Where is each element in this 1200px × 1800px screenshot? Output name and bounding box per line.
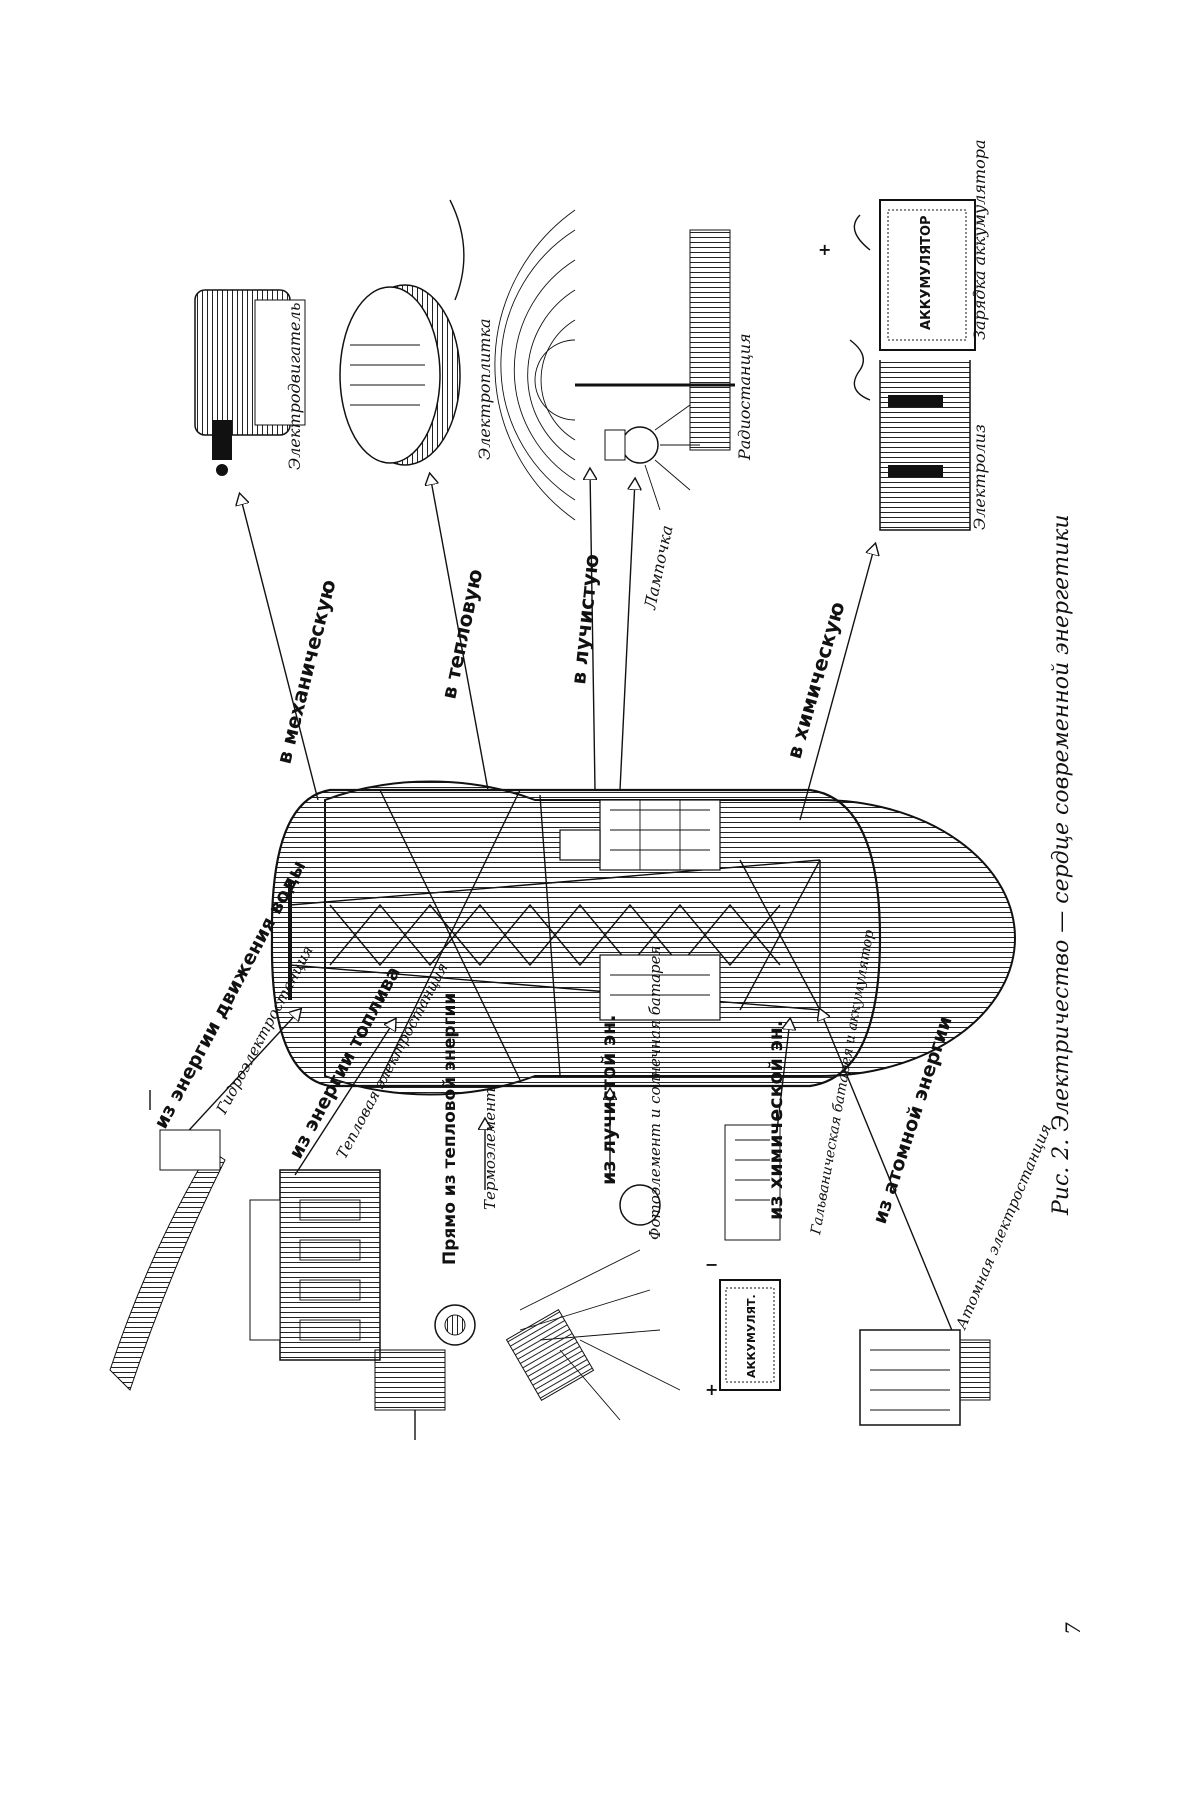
thermal-station <box>249 1169 381 1361</box>
input-sub-light: Фотоэлемент и солнечная батарея <box>646 946 664 1240</box>
accumulator-battery: АККУМУЛЯТ. + − <box>705 1124 781 1399</box>
output-label-thermal: в тепловую <box>436 567 487 701</box>
svg-text:+: + <box>818 240 831 259</box>
solar-battery <box>505 1184 681 1421</box>
output-label-radiant: в лучистую <box>566 553 604 686</box>
output-sub-thermal: Электроплитка <box>475 318 494 460</box>
electric-motor <box>194 289 306 476</box>
output-sub-radiant: Лампочка <box>640 524 676 612</box>
figure-caption: Рис. 2. Электричество — сердце современн… <box>1049 514 1074 1216</box>
input-sub-heat: Термоэлемент <box>481 1088 499 1210</box>
input-label-chem: из химической эн. <box>765 1020 787 1220</box>
accumulator-charging: АККУМУЛЯТОР + <box>818 199 976 351</box>
output-label-chemical: в химическую <box>782 599 850 761</box>
electric-stove <box>339 199 465 466</box>
hydro-station <box>109 1090 226 1391</box>
light-bulb <box>604 404 700 511</box>
accumulator-label-top: АККУМУЛЯТОР <box>919 215 934 330</box>
accumulator-label-bottom: АККУМУЛЯТ. <box>745 1294 758 1378</box>
radio-station <box>494 209 735 521</box>
output-label-mech: в механическую <box>272 577 341 766</box>
page-number: 7 <box>1061 1622 1085 1635</box>
output-sub2-radiant: Радиостанция <box>735 333 754 461</box>
output-sub-mech: Электродвигатель <box>285 303 304 470</box>
input-sub-atom: Атомная электростанция <box>952 1121 1055 1332</box>
svg-text:+: + <box>705 1380 718 1399</box>
input-label-light: из лучистой эн. <box>598 1015 620 1186</box>
thermoelement <box>374 1304 476 1440</box>
atomic-station <box>859 1329 991 1426</box>
input-label-heat: Прямо из тепловой энергии <box>440 993 460 1265</box>
output-arrows <box>240 470 875 821</box>
electrolysis-tank <box>849 339 971 531</box>
svg-text:−: − <box>705 1255 718 1274</box>
output-sub2-chemical: Зарядка аккумулятора <box>970 139 989 340</box>
output-sub-chemical: Электролиз <box>970 424 989 530</box>
central-pylon-hub <box>270 780 1016 1096</box>
